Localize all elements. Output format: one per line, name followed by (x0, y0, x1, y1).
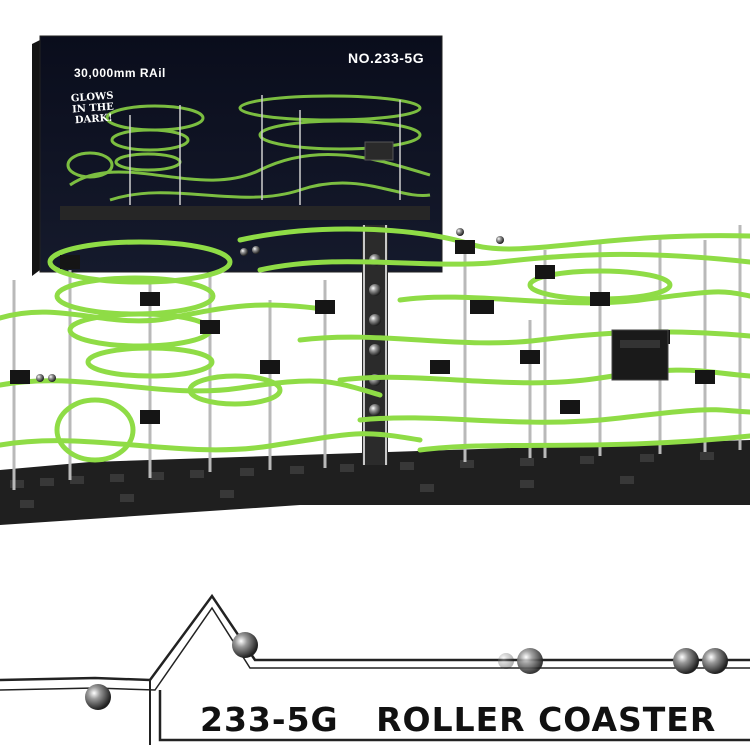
coaster-assembly (0, 225, 750, 525)
box-model-number: NO.233-5G (348, 50, 425, 66)
rail-length-label: 30,000mm RAil (74, 66, 166, 80)
steel-balls (85, 632, 728, 710)
banner-model: 233-5G (200, 700, 339, 739)
banner-title: 233-5G ROLLER COASTER (200, 700, 740, 739)
banner-product-name: ROLLER COASTER (376, 700, 717, 739)
banner-track (0, 593, 750, 745)
glow-badge: GLOWS IN THE DARK! (63, 90, 123, 127)
